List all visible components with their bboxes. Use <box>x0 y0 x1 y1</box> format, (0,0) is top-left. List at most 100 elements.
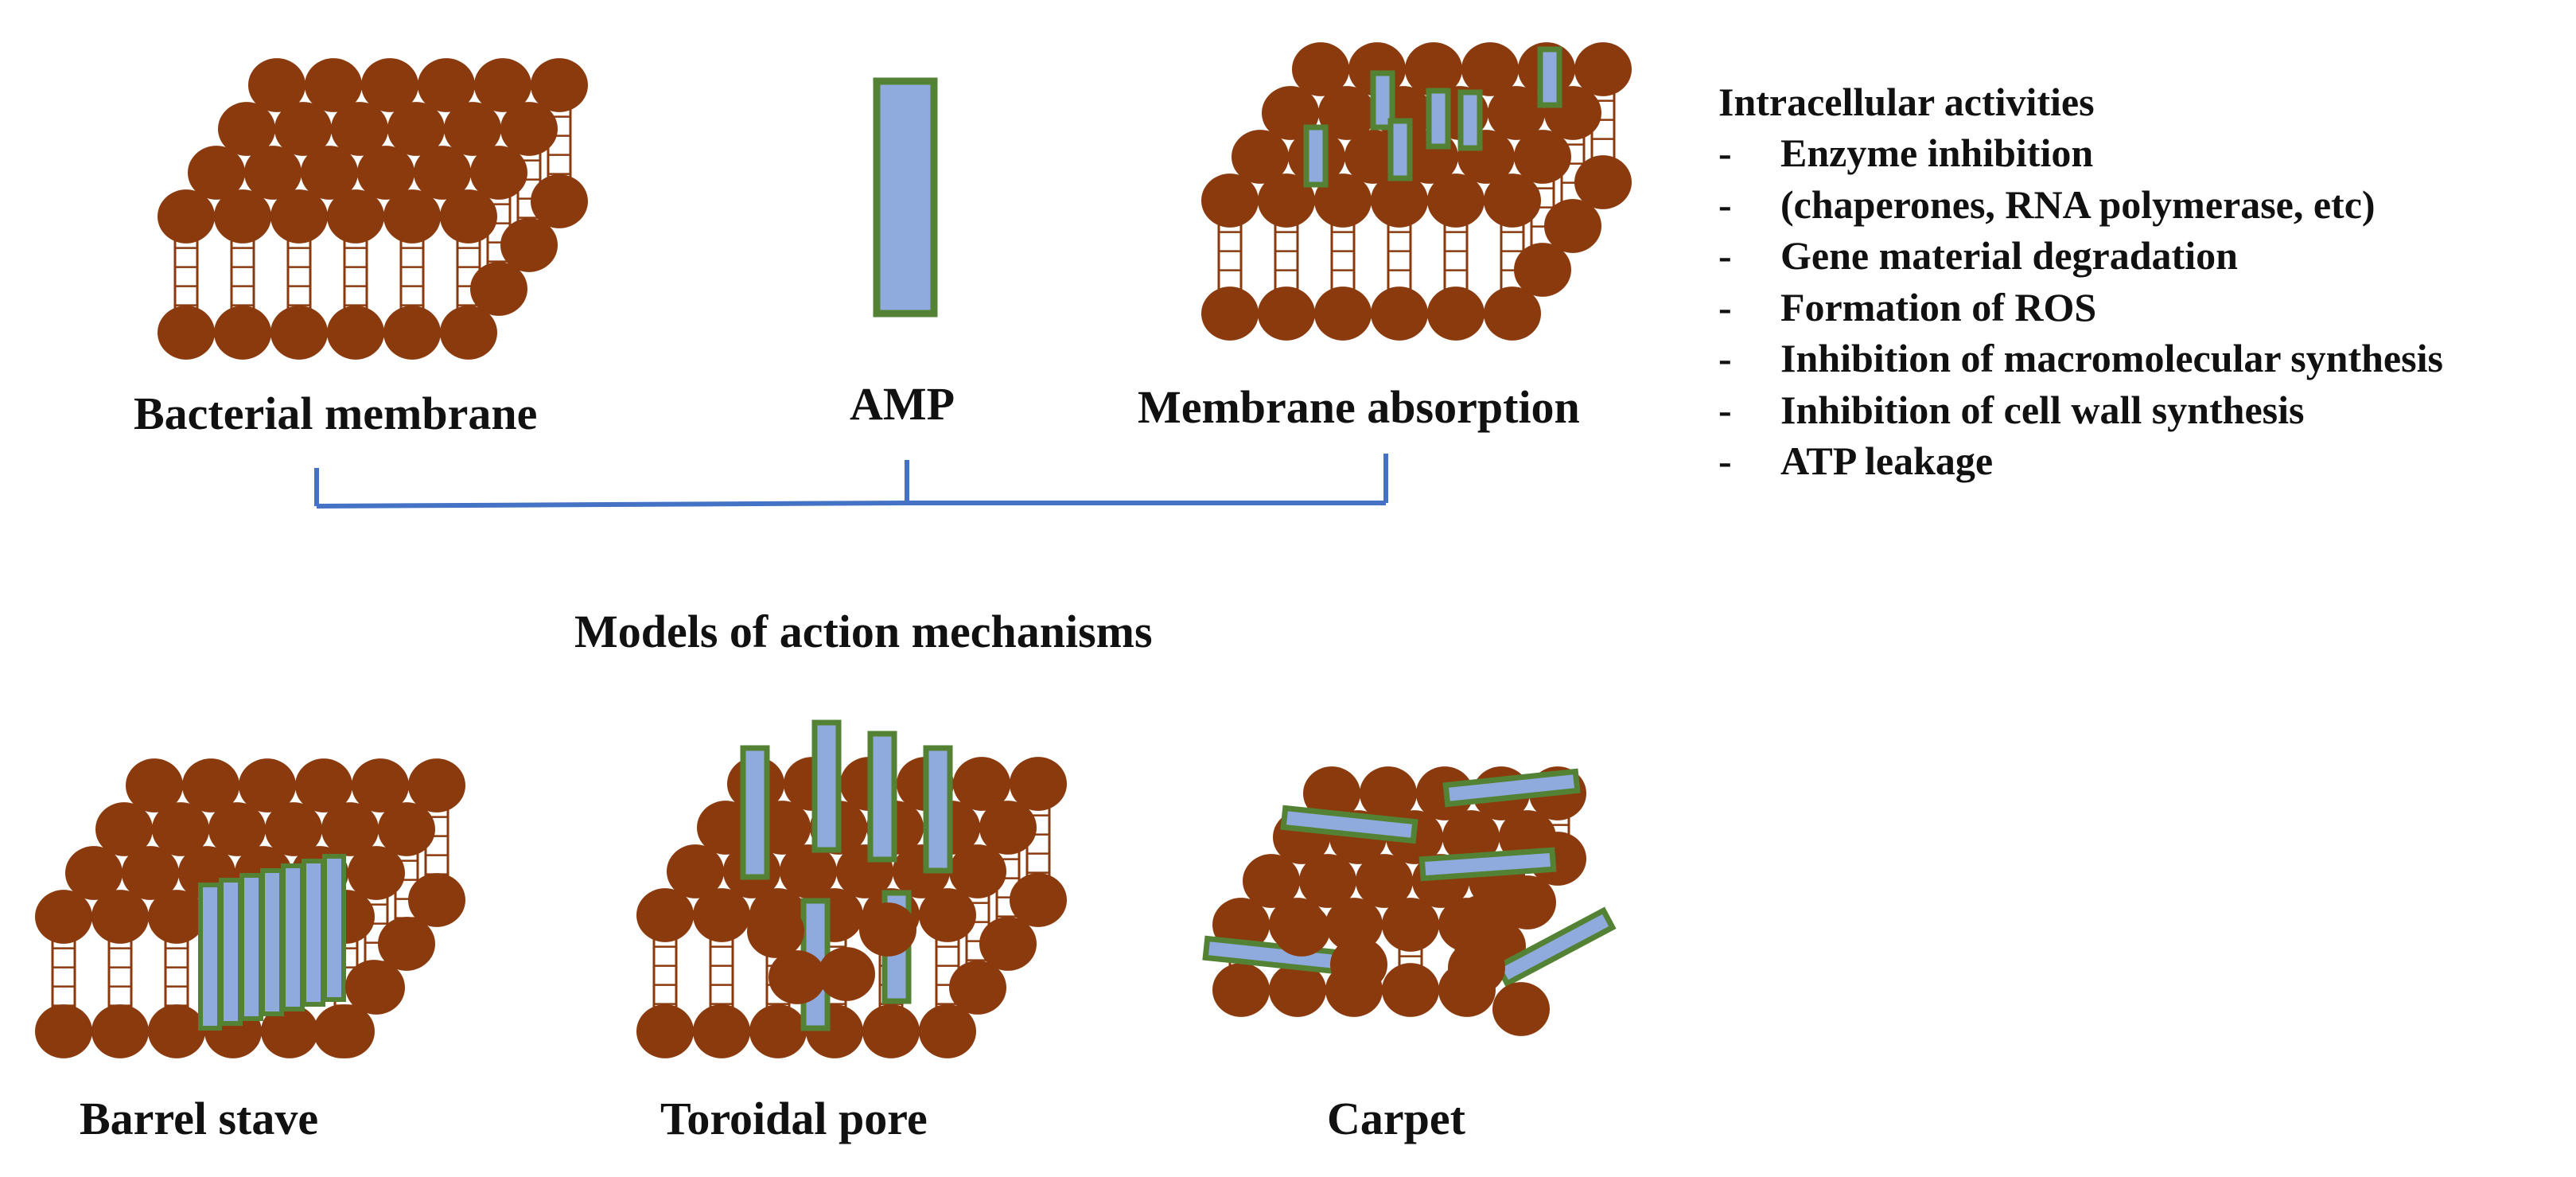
lipid-head <box>208 802 266 856</box>
list-item: -Inhibition of cell wall synthesis <box>1718 384 2562 436</box>
bullet-dash: - <box>1718 233 1732 278</box>
lipid-head <box>1212 963 1270 1017</box>
amp-peptide <box>923 745 953 874</box>
lipid-head <box>636 888 694 942</box>
amp-peptide <box>1537 46 1562 108</box>
list-item: -(chaperones, RNA polymerase, etc) <box>1718 179 2562 231</box>
lipid-head <box>158 306 215 360</box>
lipid-head <box>749 1004 807 1058</box>
lipid-head <box>1273 902 1330 957</box>
bullet-dash: - <box>1718 336 1732 380</box>
list-item-text: Formation of ROS <box>1780 284 2097 329</box>
lipid-head <box>1574 42 1632 96</box>
lipid-head <box>331 102 388 156</box>
amp-peptide <box>1426 88 1451 150</box>
intracellular-activities-panel: Intracellular activities -Enzyme inhibit… <box>1718 76 2562 487</box>
lipid-head <box>1010 873 1067 927</box>
lipid-head <box>295 758 352 813</box>
lipid-head <box>378 917 435 971</box>
lipid-head <box>408 758 465 813</box>
amp-peptide <box>873 77 938 318</box>
lipid-head <box>152 802 209 856</box>
lipid-head <box>1574 155 1632 209</box>
lipid-head <box>248 58 305 112</box>
amp-peptide <box>1387 118 1413 181</box>
lipid-head <box>270 189 328 244</box>
lipid-head <box>697 801 754 855</box>
lipid-head <box>383 189 441 244</box>
bullet-dash: - <box>1718 284 1732 329</box>
amp-peptide <box>239 873 263 1021</box>
lipid-head <box>1382 963 1439 1017</box>
lipid-head <box>1201 173 1259 228</box>
list-item-text: Inhibition of macromolecular synthesis <box>1780 336 2443 380</box>
lipid-head <box>122 846 179 900</box>
models-title: Models of action mechanisms <box>574 606 1153 657</box>
lipid-head <box>270 306 328 360</box>
lipid-head <box>979 917 1037 971</box>
lipid-head <box>474 58 531 112</box>
lipid-head <box>531 174 588 228</box>
lipid-head <box>274 102 332 156</box>
lipid-head <box>636 1004 694 1058</box>
lipid-head <box>1356 854 1413 908</box>
lipid-head <box>313 1004 371 1058</box>
lipid-head <box>1371 286 1428 341</box>
lipid-head <box>361 58 418 112</box>
list-item-text: ATP leakage <box>1780 438 1994 483</box>
lipid-head <box>1330 937 1387 992</box>
lipid-head <box>500 218 558 272</box>
list-item: -Gene material degradation <box>1718 230 2562 282</box>
lipid-head <box>1010 757 1067 811</box>
lipid-head <box>418 58 475 112</box>
bullet-dash: - <box>1718 387 1732 432</box>
lipid-head <box>1492 982 1550 1036</box>
lipid-head <box>1318 86 1376 140</box>
lipid-head <box>158 189 215 244</box>
bacterial-membrane-label: Bacterial membrane <box>134 388 538 439</box>
lipid-head <box>91 1004 149 1058</box>
lipid-head <box>979 801 1037 855</box>
lipid-head <box>1303 766 1360 820</box>
lipid-head <box>65 846 123 900</box>
bracket-connector <box>314 454 1388 509</box>
lipid-head <box>378 802 435 856</box>
lipid-head <box>919 888 976 942</box>
lipid-head <box>693 888 750 942</box>
membrane-absorption-label: Membrane absorption <box>1138 381 1580 433</box>
lipid-head <box>1442 810 1500 864</box>
bacterial-membrane-illustration <box>158 58 588 360</box>
amp-peptide <box>302 859 325 1007</box>
lipid-head <box>769 950 826 1004</box>
lipid-head <box>1448 941 1505 995</box>
lipid-head <box>352 758 409 813</box>
lipid-head <box>440 189 497 244</box>
barrel-stave-illustration <box>35 758 465 1058</box>
lipid-head <box>1292 42 1349 96</box>
barrel-stave-label: Barrel stave <box>80 1093 319 1144</box>
lipid-head <box>321 802 379 856</box>
bullet-dash: - <box>1718 131 1732 175</box>
lipid-head <box>780 844 837 898</box>
carpet-label: Carpet <box>1327 1093 1465 1144</box>
lipid-head <box>949 961 1006 1015</box>
lipid-head <box>345 960 403 1014</box>
lipid-head <box>1488 86 1545 140</box>
lipid-head <box>747 904 804 958</box>
lipid-head <box>953 757 1010 811</box>
lipid-head <box>301 146 358 200</box>
lipid-head <box>182 758 239 813</box>
lipid-head <box>1325 898 1383 952</box>
lipid-head <box>265 802 322 856</box>
amp-peptide <box>1280 805 1418 844</box>
intracellular-title: Intracellular activities <box>1718 80 2095 124</box>
lipid-head <box>244 146 302 200</box>
lipid-head <box>693 1004 750 1058</box>
bullet-dash: - <box>1718 438 1732 483</box>
lipid-head <box>95 802 153 856</box>
amp-peptide <box>740 745 770 880</box>
lipid-head <box>148 890 205 944</box>
lipid-head <box>414 146 471 200</box>
lipid-head <box>1299 854 1356 908</box>
lipid-head <box>667 844 724 898</box>
